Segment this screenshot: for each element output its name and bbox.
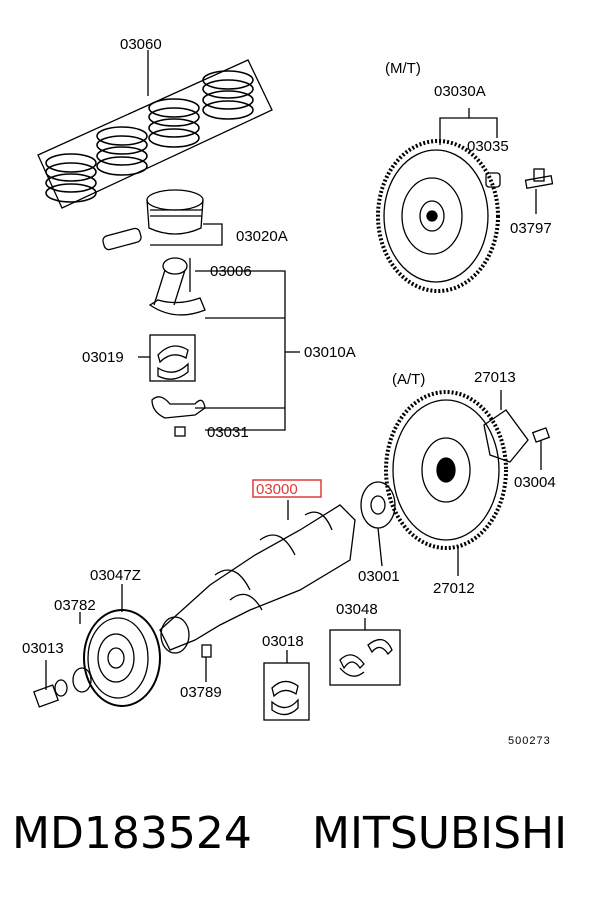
label-03001[interactable]: 03001 — [358, 568, 400, 585]
reference-number: 500273 — [508, 735, 551, 747]
rod-cap[interactable] — [151, 396, 206, 437]
damper-pulley[interactable] — [33, 584, 212, 708]
label-03018[interactable]: 03018 — [262, 633, 304, 650]
label-03035[interactable]: 03035 — [467, 138, 509, 155]
label-03797[interactable]: 03797 — [510, 220, 552, 237]
label-03060[interactable]: 03060 — [120, 36, 162, 53]
label-03782[interactable]: 03782 — [54, 597, 96, 614]
label-03013[interactable]: 03013 — [22, 640, 64, 657]
piston-rings-group[interactable] — [37, 50, 273, 209]
rod-bearing-box[interactable] — [138, 334, 196, 382]
connecting-rod[interactable] — [148, 257, 300, 431]
label-03020a[interactable]: 03020A — [236, 228, 288, 245]
piston-assembly[interactable] — [102, 189, 223, 251]
label-27013[interactable]: 27013 — [474, 369, 516, 386]
label-03000[interactable]: 03000 — [256, 481, 298, 498]
adapter-03001[interactable] — [360, 481, 396, 567]
label-03030a[interactable]: 03030A — [434, 83, 486, 100]
thrust-bearing-box[interactable] — [263, 650, 310, 721]
highlight-box — [252, 479, 322, 498]
part-number: MD183524 — [12, 808, 252, 859]
label-03004[interactable]: 03004 — [514, 474, 556, 491]
label-27012[interactable]: 27012 — [433, 580, 475, 597]
label-03010a[interactable]: 03010A — [304, 344, 356, 361]
drive-plate-at[interactable] — [384, 390, 551, 576]
flywheel-mt[interactable] — [376, 108, 554, 293]
label-03047z[interactable]: 03047Z — [90, 567, 141, 584]
label-03031[interactable]: 03031 — [207, 424, 249, 441]
label-03789[interactable]: 03789 — [180, 684, 222, 701]
main-bearing-box[interactable] — [329, 618, 401, 686]
label-03006[interactable]: 03006 — [210, 263, 252, 280]
label-mt: (M/T) — [385, 60, 421, 77]
label-at: (A/T) — [392, 371, 425, 388]
exploded-view-svg: 03060 (M/T) 03030A 03035 03797 03020A 03… — [22, 36, 556, 747]
crankshaft[interactable] — [159, 500, 356, 654]
label-03048[interactable]: 03048 — [336, 601, 378, 618]
label-03019[interactable]: 03019 — [82, 349, 124, 366]
brand-name: MITSUBISHI — [312, 808, 568, 859]
